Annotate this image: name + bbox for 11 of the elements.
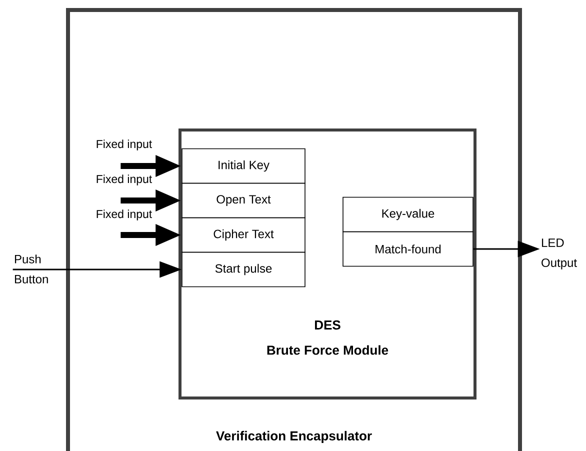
signal-label: LED Output <box>542 238 577 270</box>
input-label: Fixed input <box>96 140 152 150</box>
port-box: Match-found <box>342 231 474 267</box>
input-label: Fixed input <box>96 174 152 186</box>
port-box: Start pulse <box>182 252 306 288</box>
port-box: Cipher Text <box>182 217 306 253</box>
input-label: Fixed input <box>96 210 152 220</box>
port-box: Open Text <box>182 182 306 218</box>
port-box: Key-value <box>342 196 474 232</box>
port-box: Initial Key <box>182 148 306 184</box>
signal-label: Push Button <box>15 254 48 284</box>
